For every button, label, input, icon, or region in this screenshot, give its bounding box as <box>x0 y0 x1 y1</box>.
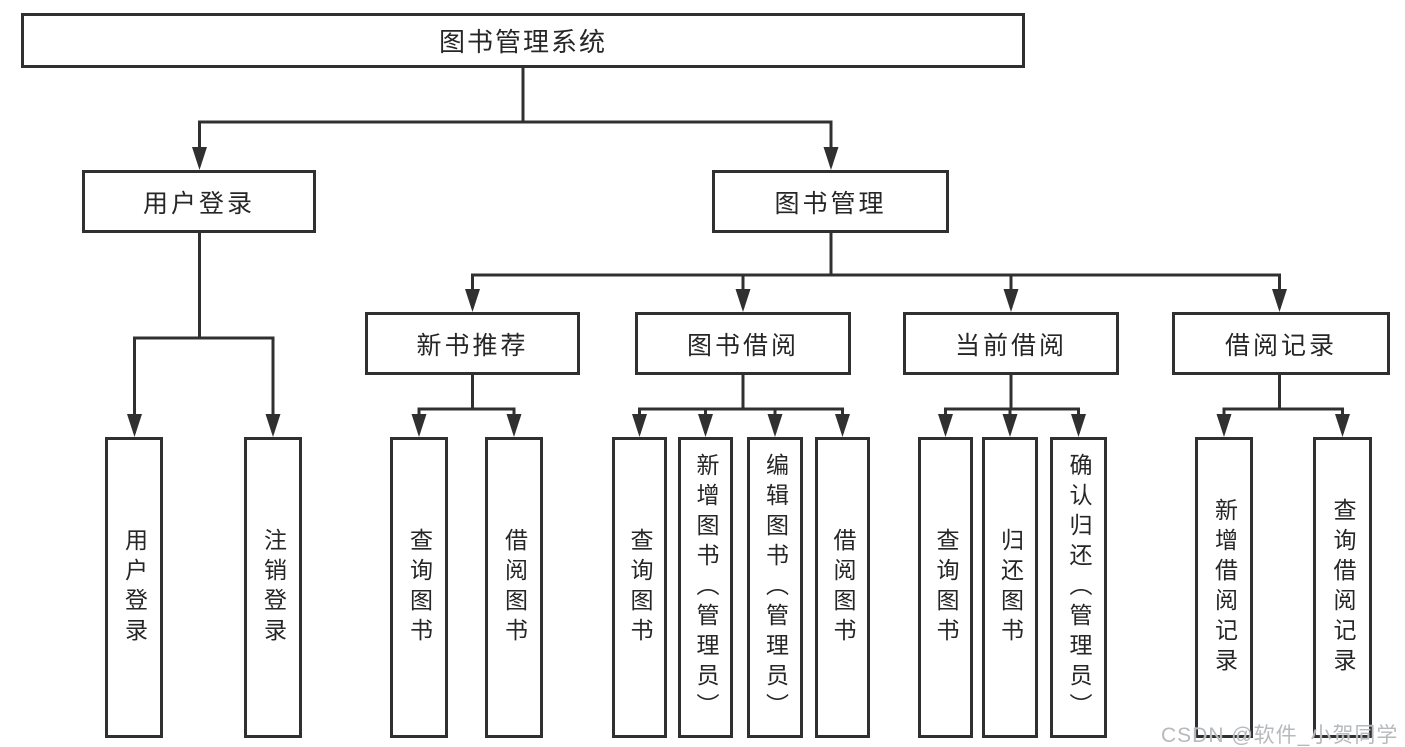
leaf-current-return-label: 归还图书 <box>997 527 1024 648</box>
leaf-current-confirm-admin: 确认归还（管理员） <box>1050 437 1107 738</box>
leaf-newbook-borrow-label: 借阅图书 <box>501 527 528 648</box>
csdn-watermark: CSDN @软件_小贺同学 <box>1161 724 1399 747</box>
node-book-management-label: 图书管理 <box>774 189 887 218</box>
leaf-record-query-label: 查询借阅记录 <box>1330 497 1356 678</box>
node-new-book-recommend-label: 新书推荐 <box>416 331 529 360</box>
leaf-borrow-add-admin-label: 新增图书（管理员） <box>693 452 719 723</box>
leaf-newbook-borrow: 借阅图书 <box>485 437 543 738</box>
leaf-borrow-borrow: 借阅图书 <box>815 437 870 738</box>
leaf-borrow-add-admin: 新增图书（管理员） <box>678 437 733 738</box>
leaf-borrow-borrow-label: 借阅图书 <box>830 527 856 648</box>
node-borrow-record: 借阅记录 <box>1172 312 1390 375</box>
node-current-borrow: 当前借阅 <box>903 312 1119 375</box>
leaf-current-confirm-admin-label: 确认归还（管理员） <box>1066 452 1092 723</box>
leaf-logout: 注销登录 <box>244 437 302 738</box>
leaf-borrow-edit-admin-label: 编辑图书（管理员） <box>762 452 789 723</box>
node-current-borrow-label: 当前借阅 <box>954 331 1067 360</box>
leaf-borrow-query: 查询图书 <box>612 437 667 738</box>
node-borrow-record-label: 借阅记录 <box>1224 331 1337 360</box>
node-user-login-label: 用户登录 <box>142 189 255 218</box>
node-book-management: 图书管理 <box>712 170 949 233</box>
leaf-user-login-label: 用户登录 <box>121 527 148 648</box>
leaf-newbook-query-label: 查询图书 <box>406 527 433 648</box>
leaf-user-login: 用户登录 <box>105 437 163 738</box>
leaf-record-query: 查询借阅记录 <box>1313 437 1372 738</box>
node-new-book-recommend: 新书推荐 <box>365 312 580 375</box>
node-root: 图书管理系统 <box>21 13 1025 68</box>
node-book-borrow: 图书借阅 <box>635 312 851 375</box>
arrowheads <box>127 147 1350 437</box>
leaf-current-query-label: 查询图书 <box>933 527 959 648</box>
leaf-borrow-query-label: 查询图书 <box>627 527 653 648</box>
node-book-borrow-label: 图书借阅 <box>686 331 799 360</box>
leaf-newbook-query: 查询图书 <box>390 437 448 738</box>
leaf-current-return: 归还图书 <box>982 437 1038 738</box>
leaf-current-query: 查询图书 <box>918 437 973 738</box>
leaf-record-add-label: 新增借阅记录 <box>1211 497 1238 678</box>
leaf-record-add: 新增借阅记录 <box>1195 437 1253 738</box>
leaf-logout-label: 注销登录 <box>260 527 287 648</box>
node-root-label: 图书管理系统 <box>438 27 607 57</box>
node-user-login: 用户登录 <box>82 170 316 233</box>
tree-edges <box>133 68 1344 433</box>
leaf-borrow-edit-admin: 编辑图书（管理员） <box>747 437 803 738</box>
